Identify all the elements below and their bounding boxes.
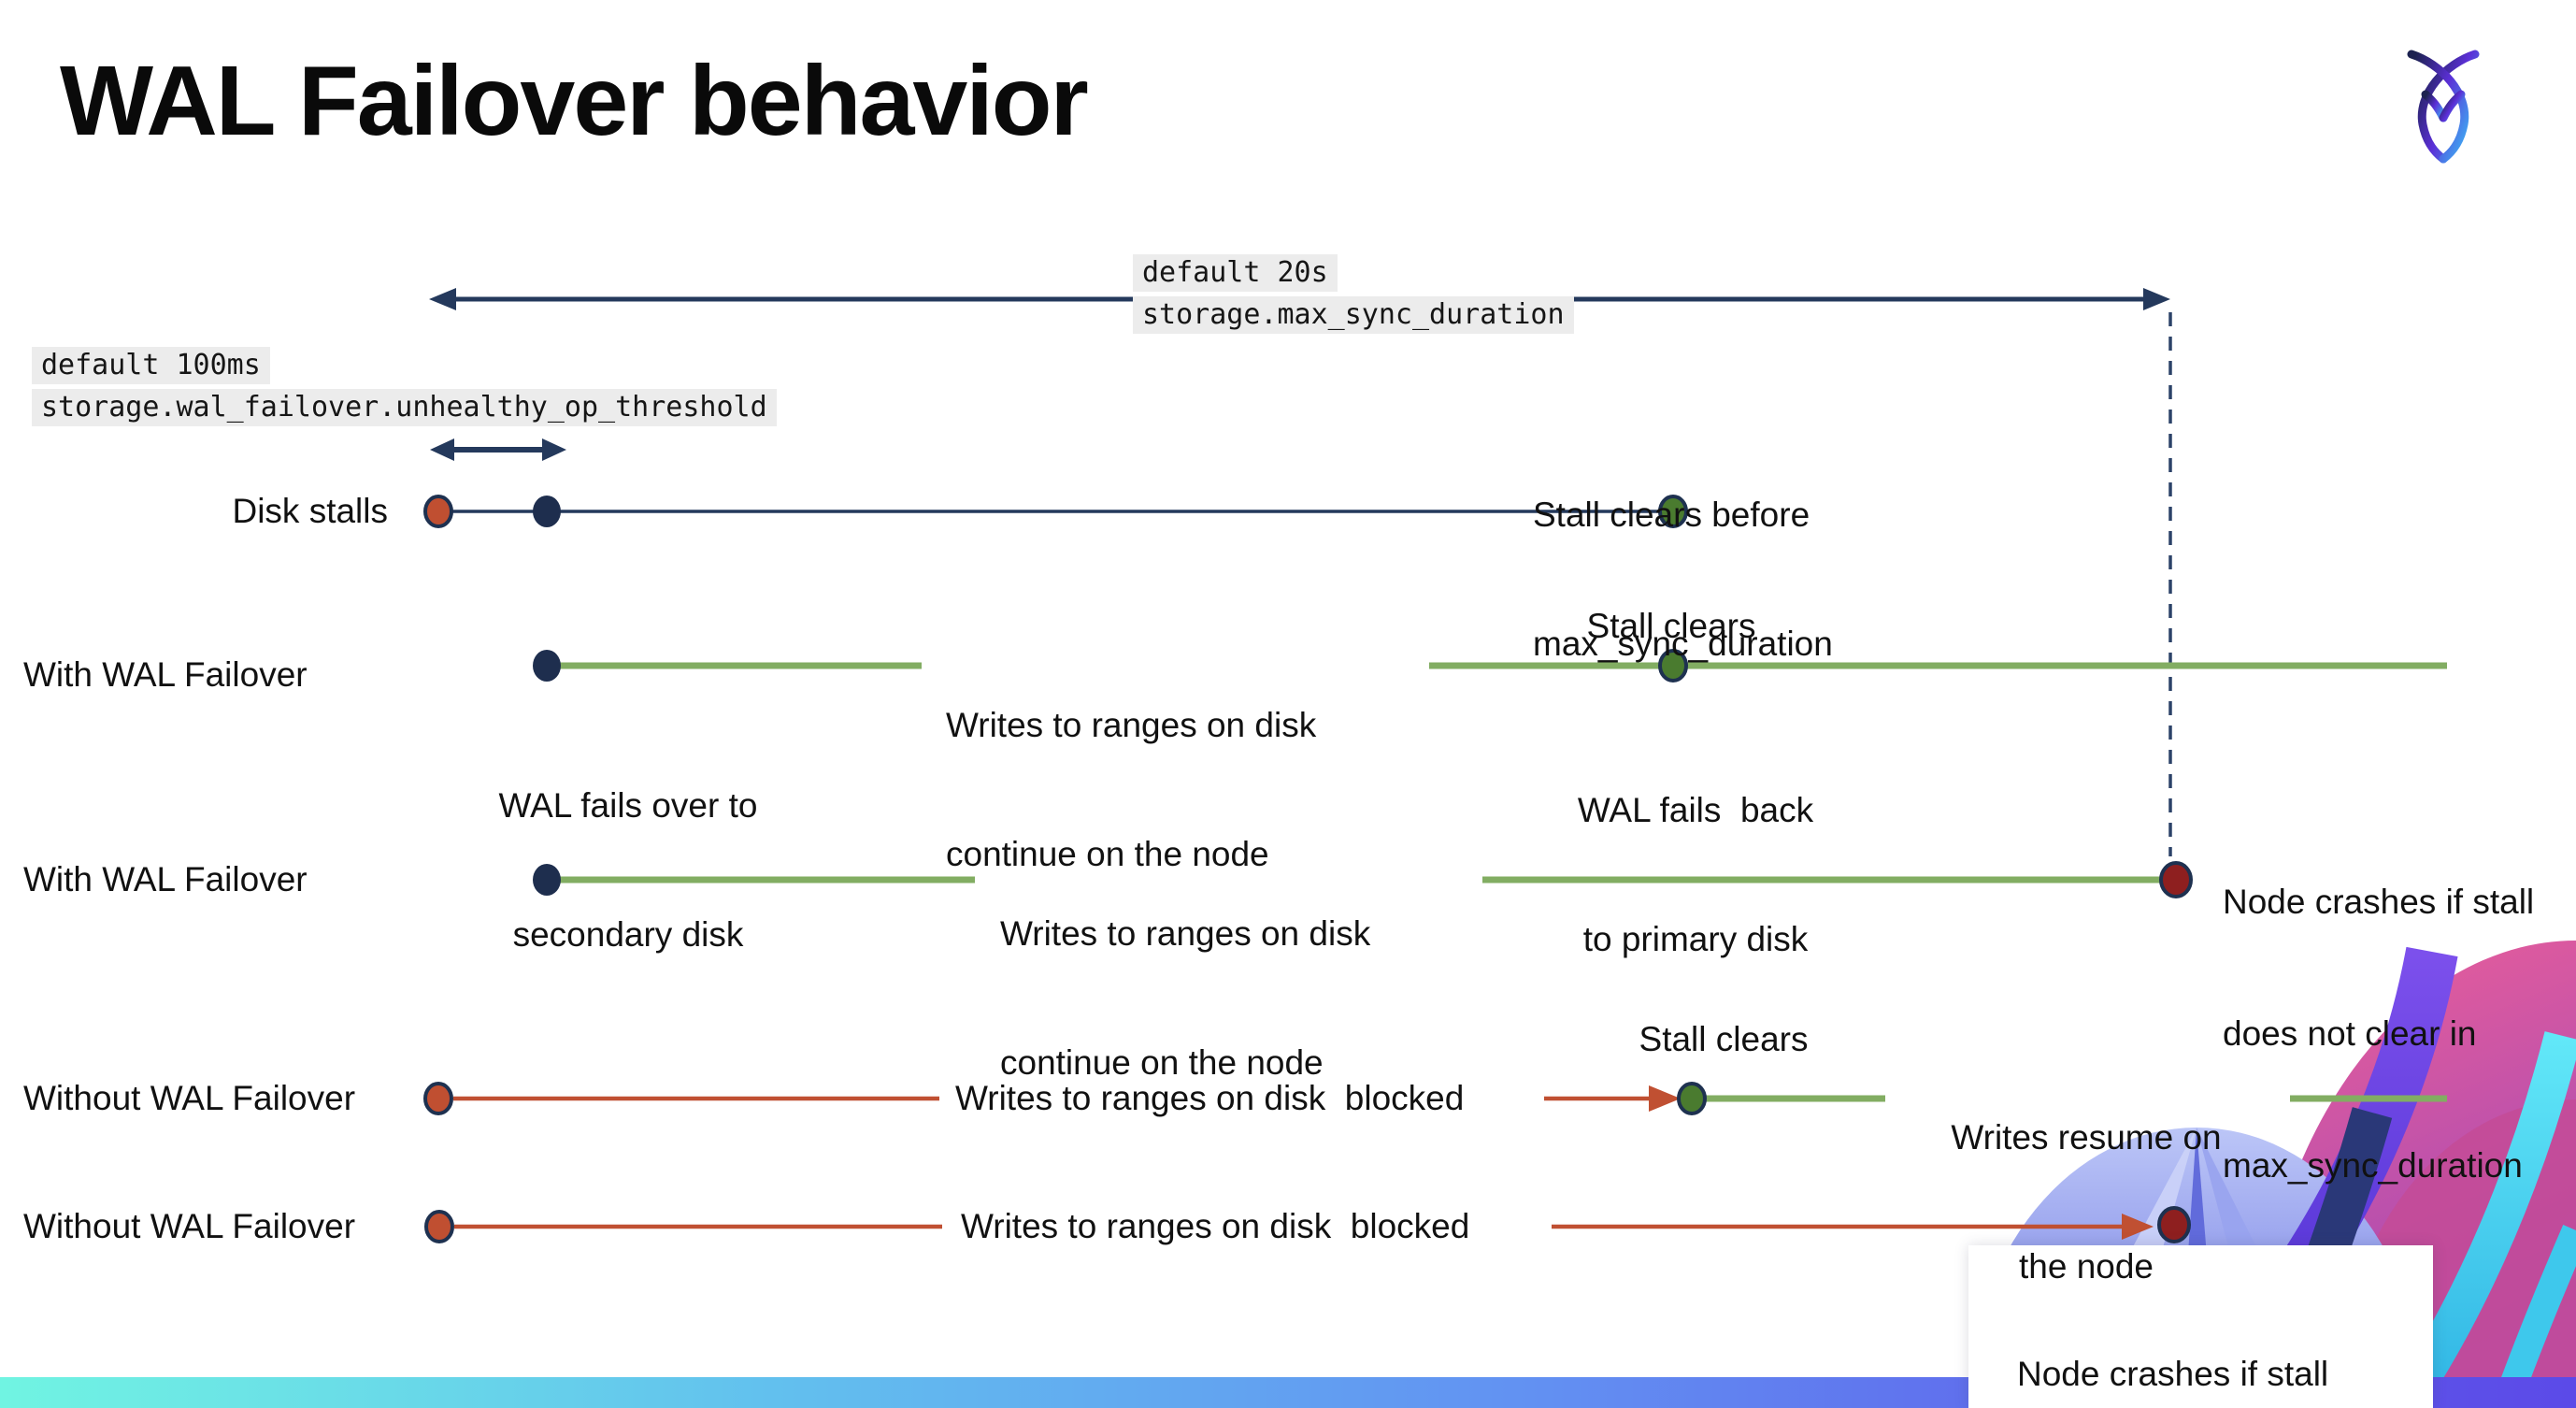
failover-dot [533, 650, 561, 682]
stall-clear-dot [1658, 495, 1688, 528]
writes-continue-note-2: Writes to ranges on disk continue on the… [1000, 914, 1371, 1082]
row-label-with-failover-1: With WAL Failover [23, 655, 308, 694]
crash-callout-box [1968, 1245, 2433, 1408]
stall-clears-note-1: Stall clears [1586, 607, 1756, 645]
timeline-disk-stalls [423, 495, 1688, 528]
stall-clear-dot [1658, 649, 1688, 682]
crash-dot [2159, 861, 2193, 898]
threshold-setting-label: default 100ms storage.wal_failover.unhea… [32, 347, 777, 426]
failover-dot [533, 864, 561, 896]
row-label-without-failover-1: Without WAL Failover [23, 1079, 356, 1117]
red-arrowhead [1649, 1085, 1681, 1112]
node-crashes-note-1: Node crashes if stall does not clear in … [2223, 883, 2535, 1185]
timeline-without-failover-2 [424, 1206, 2191, 1243]
crash-dot [2157, 1206, 2191, 1243]
stall-start-dot [424, 1210, 454, 1243]
timeline-without-failover-1 [423, 1082, 2447, 1115]
stall-clears-before-note: Stall clears before max_sync_duration [1533, 496, 1833, 663]
stall-clears-note-2: Stall clears [1639, 1020, 1809, 1058]
row-label-disk-stalls: Disk stalls [232, 492, 388, 530]
timeline-with-failover-2 [533, 861, 2193, 898]
setting-default-value: default 20s [1133, 254, 1338, 292]
node-crashes-note-2: Node crashes if stall does not clear in … [2017, 1355, 2329, 1393]
row-label-with-failover-2: With WAL Failover [23, 860, 308, 898]
timeline-with-failover-1 [533, 649, 2447, 682]
writes-blocked-note-2: Writes to ranges on disk blocked [961, 1207, 1470, 1245]
writes-resume-note: Writes resume on the node [1951, 1118, 2222, 1286]
wal-fails-back-note: WAL fails back to primary disk [1577, 791, 1814, 958]
wal-fails-over-note: WAL fails over to secondary disk [498, 786, 758, 954]
writes-blocked-note-1: Writes to ranges on disk blocked [955, 1079, 1465, 1117]
writes-continue-note-1: Writes to ranges on disk continue on the… [946, 706, 1317, 873]
setting-name: storage.max_sync_duration [1133, 296, 1574, 334]
row-label-without-failover-2: Without WAL Failover [23, 1207, 356, 1245]
stall-start-dot [423, 495, 453, 528]
max-sync-setting-label: default 20s storage.max_sync_duration [1133, 254, 1574, 334]
setting-default-value: default 100ms [32, 347, 270, 384]
page-title: WAL Failover behavior [60, 46, 1089, 156]
failover-trigger-dot [533, 496, 561, 527]
cockroachdb-logo-icon [2407, 50, 2480, 164]
setting-name: storage.wal_failover.unhealthy_op_thresh… [32, 389, 777, 426]
threshold-arrow [430, 438, 566, 461]
red-arrowhead [2122, 1214, 2154, 1240]
stall-clear-dot [1677, 1082, 1707, 1115]
stall-start-dot [423, 1082, 453, 1115]
